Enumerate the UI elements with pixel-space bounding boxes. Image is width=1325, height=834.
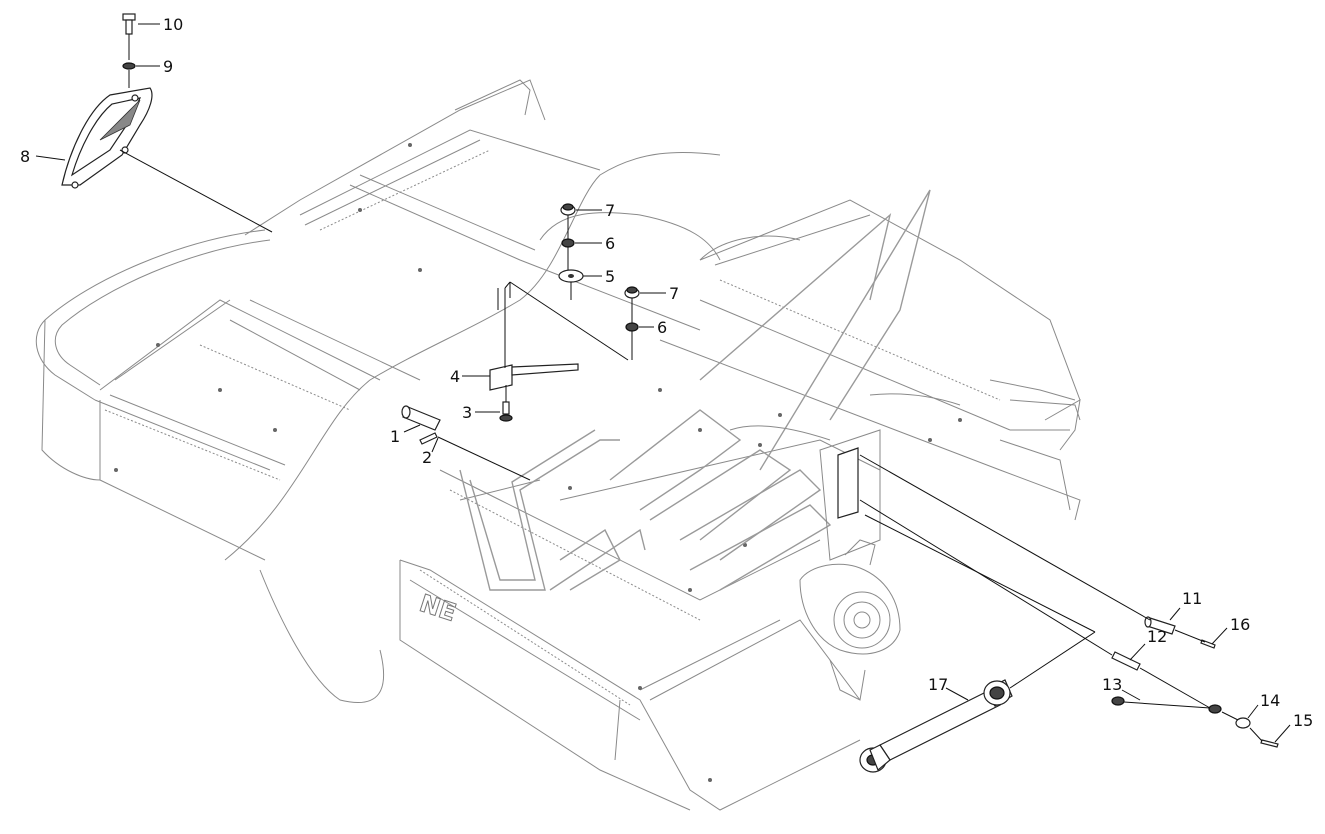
callout-14: 14 (1260, 691, 1280, 710)
callout-5: 5 (605, 267, 615, 286)
part-8-belt-cover (61, 87, 153, 189)
machine-body-outline (35, 79, 1081, 811)
body-fastener-dots (114, 143, 962, 782)
part-1-bushing (401, 405, 441, 431)
part-10-bolt (122, 13, 136, 35)
callout-7a: 7 (605, 201, 615, 220)
part-6-lockwasher-lower (625, 322, 639, 332)
part-14-washer (1235, 717, 1251, 729)
callout-7b: 7 (669, 284, 679, 303)
callout-1: 1 (390, 427, 400, 446)
callout-6b: 6 (657, 318, 667, 337)
callout-15: 15 (1293, 711, 1313, 730)
watermark-logo (459, 189, 931, 591)
callout-2: 2 (422, 448, 432, 467)
brand-fragment-text: NE (416, 589, 459, 627)
callout-13: 13 (1102, 675, 1122, 694)
part-6-lockwasher-upper (561, 238, 575, 248)
callout-9: 9 (163, 57, 173, 76)
brand-lettering: NE (416, 589, 460, 628)
leader-lines (35, 23, 1291, 743)
part-9-washer (122, 62, 136, 70)
callout-labels: 10 9 8 7 6 5 7 6 4 3 1 2 11 16 12 17 13 … (20, 15, 1313, 730)
part-4-bracket (489, 281, 579, 391)
callout-4: 4 (450, 367, 460, 386)
part-12-pin (1111, 651, 1141, 671)
part-3-bolt (499, 401, 513, 422)
part-7-nut-upper (560, 203, 576, 216)
gearbox-assembly (729, 425, 901, 701)
callout-10: 10 (163, 15, 183, 34)
callout-12: 12 (1147, 627, 1167, 646)
callout-6a: 6 (605, 234, 615, 253)
part-2-pin (419, 432, 438, 445)
callout-16: 16 (1230, 615, 1250, 634)
part-15-pin (1260, 739, 1279, 748)
callout-11: 11 (1182, 589, 1202, 608)
part-5-washer (558, 269, 584, 283)
part-13-link (1111, 696, 1222, 714)
callout-17: 17 (928, 675, 948, 694)
part-7-nut-lower (624, 286, 640, 299)
callout-8: 8 (20, 147, 30, 166)
callout-3: 3 (462, 403, 472, 422)
part-17-cylinder (859, 679, 1013, 773)
